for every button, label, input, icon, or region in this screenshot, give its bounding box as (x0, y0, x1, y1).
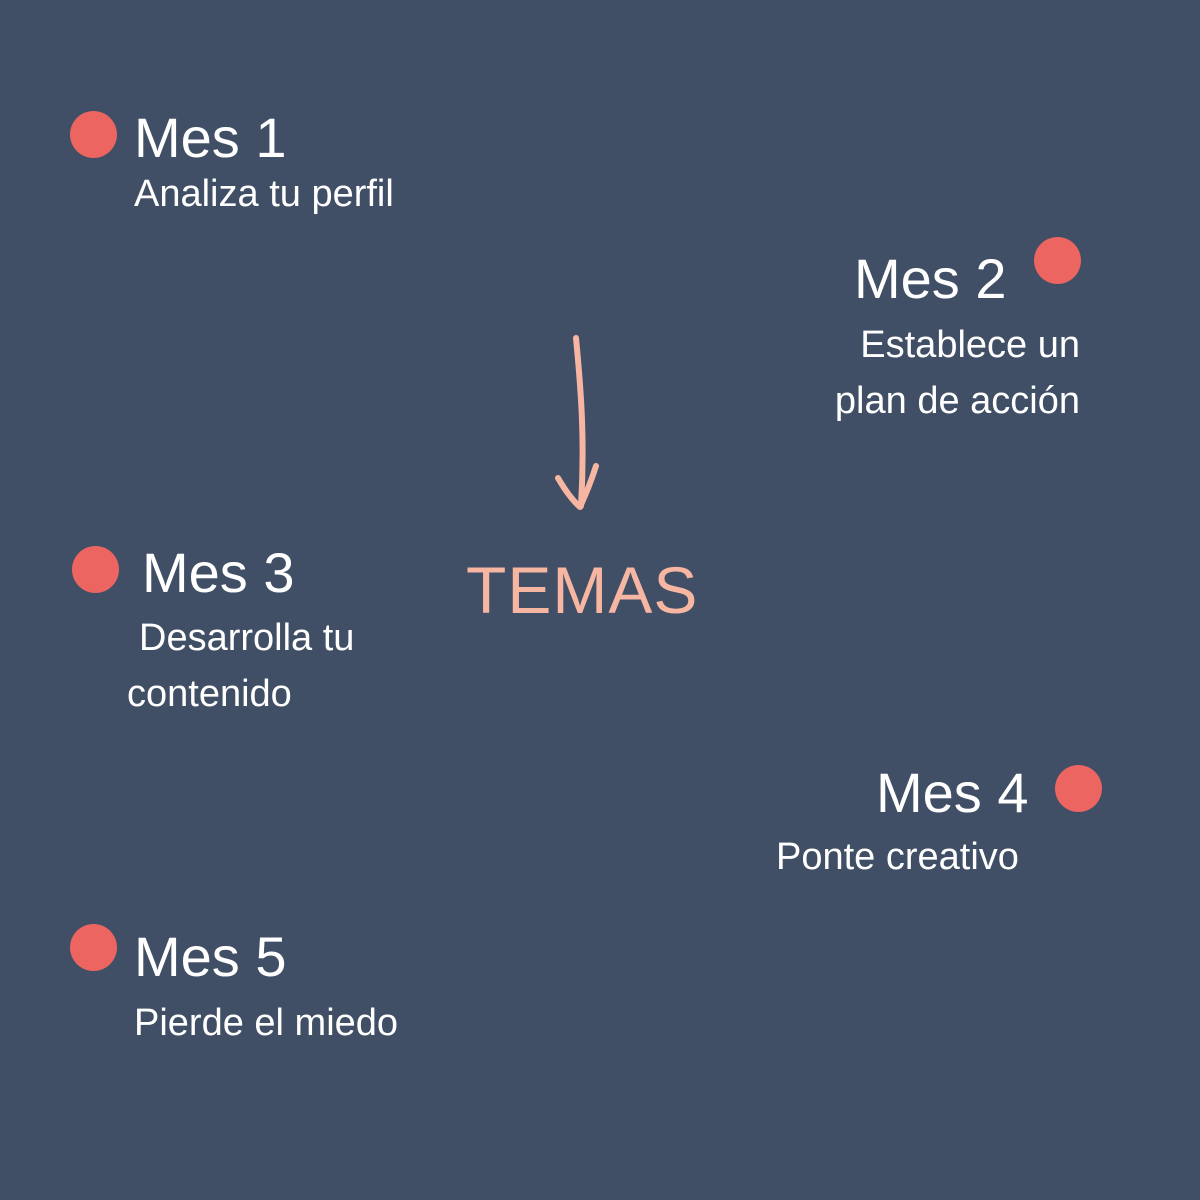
month-1-description: Analiza tu perfil (134, 166, 394, 222)
month-3-description-line-2: contenido (127, 673, 292, 715)
bullet-dot-mes-4 (1055, 765, 1102, 812)
month-3-description-line-1: Desarrolla tu (139, 617, 355, 659)
month-3-title: Mes 3 (142, 541, 295, 604)
month-2-title: Mes 2 (854, 247, 1007, 310)
month-1-title: Mes 1 (134, 106, 287, 169)
month-5-title: Mes 5 (134, 925, 287, 988)
center-topic-label: TEMAS (466, 553, 699, 627)
month-5-description-line-1: Pierde el miedo (134, 1002, 399, 1044)
bullet-dot-mes-2 (1034, 237, 1081, 284)
month-5-description: Pierde el miedo (134, 995, 398, 1051)
month-4-description: Ponte creativo (776, 829, 1019, 885)
month-2-description-line-1: Establece un (860, 324, 1080, 366)
month-2-description: Establece un plan de acción (580, 317, 1080, 429)
bullet-dot-mes-5 (70, 924, 117, 971)
hand-drawn-down-arrow-icon (555, 335, 599, 510)
bullet-dot-mes-1 (70, 111, 117, 158)
month-2-description-line-2: plan de acción (834, 380, 1080, 422)
month-4-description-line-1: Ponte creativo (776, 836, 1019, 878)
month-4-title: Mes 4 (876, 761, 1029, 824)
month-1-description-line-1: Analiza tu perfil (134, 173, 394, 215)
bullet-dot-mes-3 (72, 546, 119, 593)
month-3-description: Desarrolla tu contenido (127, 610, 354, 722)
